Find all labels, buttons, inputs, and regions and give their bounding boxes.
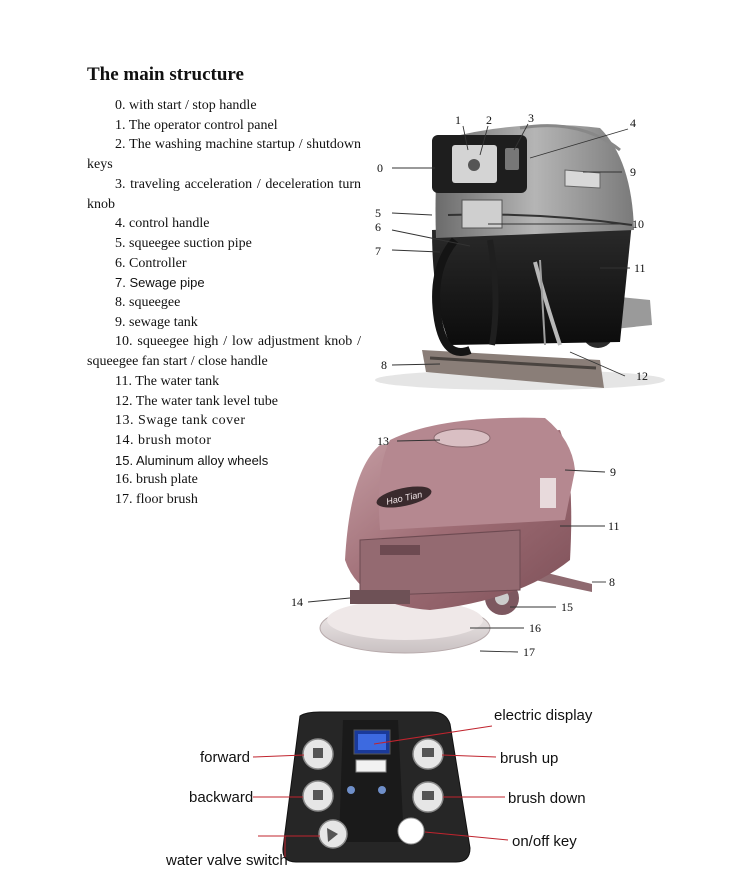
machine-figure-top: 1 2 3 4 0 9 5 10 6 7 11 8 12 [375,111,665,390]
callout-label: 8 [381,358,387,372]
callout-label: 0 [377,161,383,175]
list-item: 13. Swage tank cover [115,413,246,429]
list-item: 6. Controller [115,255,187,271]
brush-up-icon [422,748,434,757]
machine-figure-middle: Hao Tian 13 9 11 14 8 15 16 17 [291,417,620,659]
callout-label: 5 [375,206,381,220]
page-title: The main structure [87,64,244,85]
list-item: 5. squeegee suction pipe [115,235,252,251]
callout-label: 10 [632,217,644,231]
label-forward: forward [200,749,250,766]
callout-label: 9 [630,165,636,179]
parts-list: 0. with start / stop handle 1. The opera… [87,96,361,510]
list-item: 10. squeegee high / low adjustment knob … [87,334,361,370]
callout-label: 11 [608,519,620,533]
callout-label: 6 [375,220,381,234]
label-electric-display: electric display [494,707,593,724]
callout-label: 2 [486,113,492,127]
callout-label: 1 [455,113,461,127]
arrow-up-icon [313,748,323,758]
list-item: 12. The water tank level tube [115,393,279,409]
list-item: 16. brush plate [115,472,198,488]
list-item: 0. with start / stop handle [115,98,257,113]
callout-label: 3 [528,111,534,125]
arrow-down-icon [313,790,323,800]
label-onoff-key: on/off key [512,833,577,850]
callout-label: 16 [529,621,541,635]
onoff-key[interactable] [397,817,425,845]
list-item: 3. traveling acceleration / deceleration… [87,176,361,212]
list-item: 4. control handle [115,216,210,232]
callout-label: 11 [634,261,646,275]
list-item: 11. The water tank [115,373,220,389]
list-item: 2. The washing machine startup / shutdow… [87,137,361,173]
callout-label: 15 [561,600,573,614]
callout-label: 12 [636,369,648,383]
control-panel-figure: electric display forward brush up backwa… [165,707,593,869]
list-item: 1. The operator control panel [115,117,278,133]
callout-label: 17 [523,645,535,659]
callout-label: 8 [609,575,615,589]
label-water-valve-switch: water valve switch [165,852,288,869]
callout-label: 4 [630,116,636,130]
label-brush-up: brush up [500,750,558,767]
list-item: 17. floor brush [115,492,198,508]
brush-down-icon [422,791,434,800]
callout-label: 9 [610,465,616,479]
list-item: 9. sewage tank [115,314,198,330]
water-valve-icon [327,828,338,842]
list-item: 7. Sewage pipe [115,275,205,291]
label-backward: backward [189,789,253,806]
list-item: 8. squeegee [115,295,181,311]
list-item: 14. brush motor [115,432,212,448]
callout-label: 14 [291,595,303,609]
list-item: 15. Aluminum alloy wheels [115,452,269,468]
label-brush-down: brush down [508,790,586,807]
callout-label: 7 [375,244,381,258]
callout-label: 13 [377,434,389,448]
